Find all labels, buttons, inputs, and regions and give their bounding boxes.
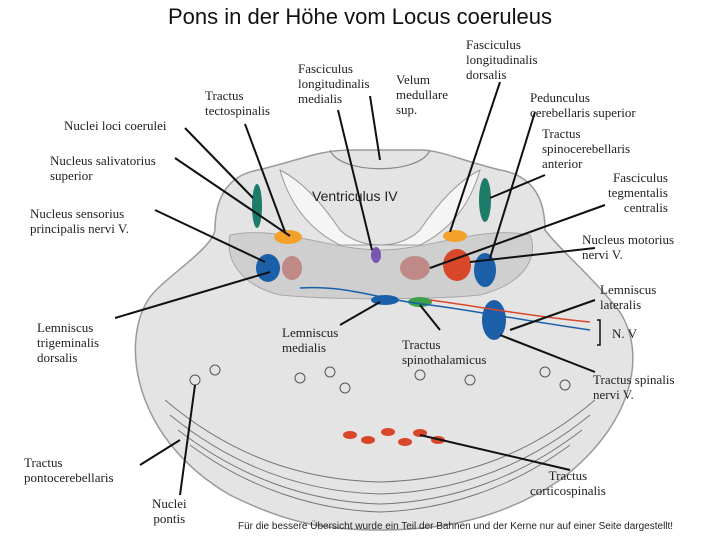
label-tractus-spinocerebellaris: Tractus spinocerebellaris anterior [542, 126, 631, 171]
label-velum-medullare: Velum medullare sup. [396, 72, 448, 117]
nuclei-pontis-cells [189, 364, 571, 394]
label-nucleus-salivatorius: Nucleus salivatorius superior [50, 153, 156, 183]
label-fasciculus-longitudinalis-medialis: Fasciculus longitudinalis medialis [298, 61, 370, 106]
nerve-v-bracket [597, 319, 601, 346]
label-tractus-spinothalamicus: Tractus spinothalamicus [402, 337, 487, 367]
label-lemniscus-medialis: Lemniscus medialis [282, 325, 339, 355]
pedunculus-marker [474, 253, 496, 287]
label-fasciculus-longitudinalis-dorsalis: Fasciculus longitudinalis dorsalis [466, 37, 538, 82]
label-fasciculus-tegmentalis: Fasciculus tegmentalis centralis [608, 170, 668, 215]
nucleus-sensorius-marker [256, 254, 280, 282]
label-lemniscus-trigeminalis: Lemniscus trigeminalis dorsalis [37, 320, 100, 365]
locus-coeruleus-marker [443, 230, 467, 242]
label-tractus-corticospinalis: Tractus corticospinalis [530, 468, 606, 498]
ventricle-label: Ventriculus IV [312, 188, 398, 204]
fasciculus-tegmentalis-marker [400, 256, 430, 280]
pointer-lines [114, 81, 606, 496]
label-tractus-pontocerebellaris: Tractus pontocerebellaris [24, 455, 114, 485]
label-pedunculus-cerebellaris: Pedunculus cerebellaris superior [530, 90, 636, 120]
label-nuclei-loci-coerulei: Nuclei loci coerulei [64, 118, 167, 133]
tractus-spinocerebellaris-marker [479, 178, 491, 222]
label-nucleus-motorius: Nucleus motorius nervi V. [582, 232, 675, 262]
lemniscus-trigeminalis-marker [282, 256, 302, 280]
fasciculus-long-medialis-marker [371, 247, 381, 263]
footnote: Für die bessere Übersicht wurde ein Teil… [238, 521, 674, 532]
label-nerve-v: N. V [612, 326, 638, 341]
velum-medullare [329, 149, 431, 170]
pontine-fibres [164, 399, 596, 513]
label-lemniscus-lateralis: Lemniscus lateralis [600, 282, 657, 312]
tractus-tectospinalis-marker [252, 184, 262, 228]
label-nucleus-sensorius: Nucleus sensorius principalis nervi V. [30, 206, 129, 236]
fourth-ventricle [279, 169, 481, 246]
label-tractus-tectospinalis: Tractus tectospinalis [205, 88, 270, 118]
nerve-v-fibres-red [429, 299, 591, 323]
tractus-spinalis-marker [482, 300, 506, 340]
nucleus-motorius-marker [443, 249, 471, 281]
nucleus-salivatorius-marker [274, 230, 302, 244]
page-title: Pons in der Höhe vom Locus coeruleus [168, 4, 552, 29]
label-tractus-spinalis: Tractus spinalis nervi V. [593, 372, 675, 402]
label-nuclei-pontis: Nuclei pontis [152, 496, 187, 526]
